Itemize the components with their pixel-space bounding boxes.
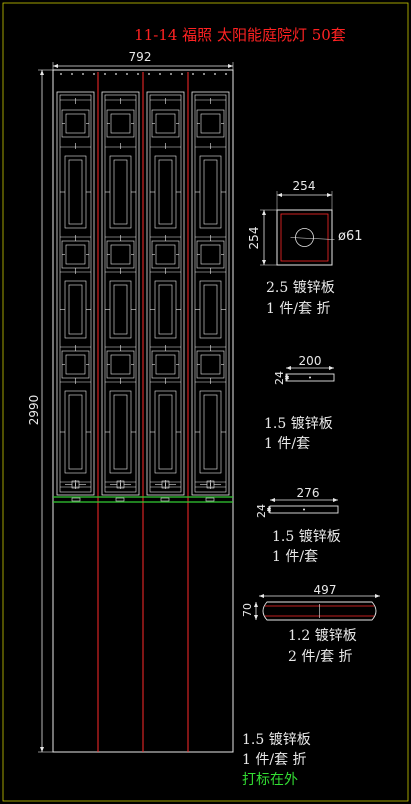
dim-arrow [254, 615, 258, 620]
leader-line [290, 237, 335, 240]
dim-arrow [259, 594, 264, 598]
main-note-1: 1.5 镀锌板 [242, 731, 311, 748]
rivet-dot [115, 73, 117, 75]
bar497-width-dim: 497 [314, 583, 337, 597]
bar276-width-dim: 276 [297, 486, 320, 500]
lattice-pattern [146, 91, 185, 496]
rivet-dot [104, 73, 106, 75]
dim-arrow [40, 747, 44, 752]
dim-arrow [228, 64, 233, 68]
plate-bend-line [280, 213, 329, 262]
rivet-dot [225, 73, 227, 75]
rivet-dot [82, 73, 84, 75]
side-parts [254, 191, 380, 621]
plate-label-1: 2.5 镀锌板 [266, 279, 335, 296]
bar200-width-dim: 200 [299, 354, 322, 368]
dim-arrow [375, 594, 380, 598]
main-width-dim: 792 [129, 50, 152, 64]
bar200-height-dim: 24 [273, 371, 286, 385]
plate-width-dim: 254 [293, 179, 316, 193]
bar497-label-2: 2 件/套 折 [288, 649, 353, 665]
dim-arrow [53, 64, 58, 68]
bar276-label-1: 1.5 镀锌板 [272, 528, 341, 545]
bar276-label-2: 1 件/套 [272, 549, 318, 565]
bar200-label-2: 1 件/套 [264, 436, 310, 452]
bar497-label-1: 1.2 镀锌板 [288, 627, 357, 644]
main-note-2: 1 件/套 折 [242, 752, 307, 768]
rivet-dot [214, 73, 216, 75]
dim-arrow [285, 376, 289, 381]
main-height-dim: 2990 [27, 395, 41, 426]
lattice-pattern [191, 91, 230, 496]
dim-arrow [327, 193, 332, 197]
rivet-dot [126, 73, 128, 75]
slot [115, 497, 125, 502]
lattice-pattern [56, 91, 95, 496]
dim-arrow [254, 602, 258, 607]
rivet-dot [137, 73, 139, 75]
plate-outline [276, 209, 333, 266]
rivet-dot [192, 73, 194, 75]
rivet-dot [170, 73, 172, 75]
bar276-height-dim: 24 [255, 504, 268, 518]
bar497-height-dim: 70 [241, 603, 254, 617]
slot [160, 497, 170, 502]
dim-arrow [262, 260, 266, 265]
rivet-dot [148, 73, 150, 75]
plate-hole-dim: ø61 [338, 229, 363, 244]
slot [205, 497, 215, 502]
rivet-dot [93, 73, 95, 75]
rivet-dot [60, 73, 62, 75]
bar276-hole [303, 508, 305, 511]
plate-label-2: 1 件/套 折 [266, 301, 331, 317]
dim-arrow [286, 366, 291, 370]
dim-arrow [270, 498, 275, 502]
slot [71, 497, 81, 502]
bar497-outline [262, 601, 377, 621]
main-panel [38, 62, 234, 753]
main-note-3: 打标在外 [242, 771, 298, 788]
rivet-dot [159, 73, 161, 75]
dim-arrow [333, 498, 338, 502]
dim-arrow [329, 366, 334, 370]
dim-arrow [277, 193, 282, 197]
rivet-dot [71, 73, 73, 75]
rivet-dot [181, 73, 183, 75]
bar200-label-1: 1.5 镀锌板 [264, 415, 333, 432]
rivet-dot [203, 73, 205, 75]
plate-height-dim: 254 [247, 227, 261, 250]
dim-arrow [40, 70, 44, 75]
lattice-pattern [101, 91, 140, 496]
dim-arrow [262, 210, 266, 215]
dim-arrow [267, 508, 271, 513]
drawing-title: 11-14 福照 太阳能庭院灯 50套 [134, 26, 346, 44]
bar200-hole [309, 376, 311, 379]
